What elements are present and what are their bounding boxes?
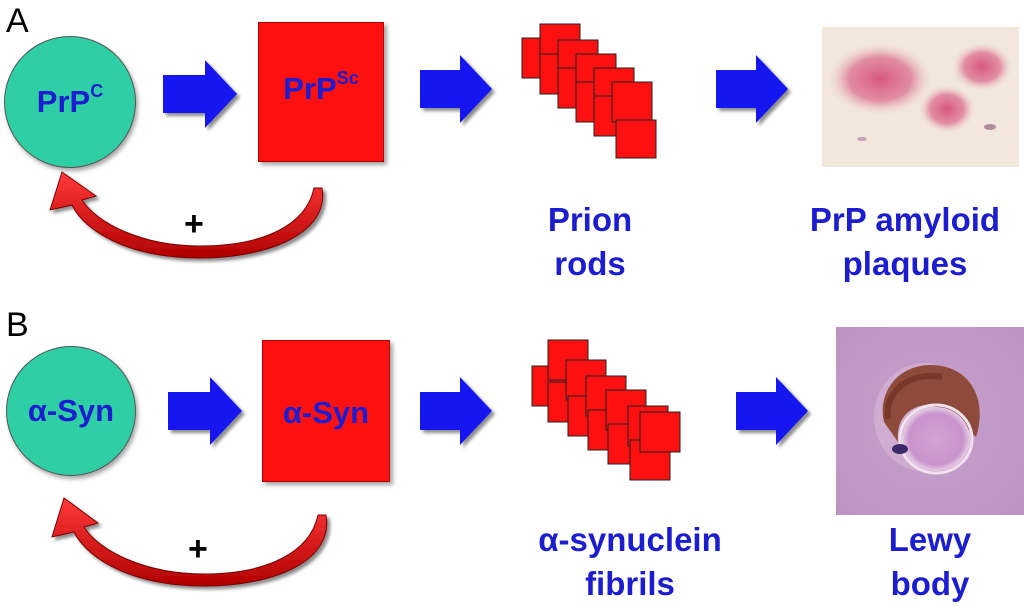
panel-letter-a: A	[6, 2, 29, 40]
prpc-label: PrPC	[36, 80, 104, 119]
asyn-fibrils-stack	[531, 339, 681, 481]
asyn-aggregate-label: α-Syn	[282, 395, 370, 430]
asyn-aggregate-square: α-Syn	[262, 340, 390, 482]
prpsc-label: PrPSc	[283, 67, 359, 106]
arrow-right-icon	[163, 60, 237, 128]
prion-rods-stack	[521, 23, 657, 159]
arrow-right-icon	[716, 55, 788, 123]
arrow-right-icon	[168, 377, 242, 445]
arrow-right-icon	[420, 377, 492, 445]
feedback-plus-a: +	[184, 205, 204, 243]
amyloid-plaque-micrograph	[822, 27, 1019, 167]
prpc-monomer-circle: PrPC	[4, 36, 136, 168]
curved-feedback-arrow-icon	[49, 171, 324, 259]
asyn-monomer-circle: α-Syn	[6, 346, 136, 476]
arrow-right-icon	[420, 55, 492, 123]
asyn-monomer-label: α-Syn	[27, 393, 115, 428]
curved-feedback-arrow-icon	[51, 497, 328, 587]
feedback-plus-b: +	[188, 530, 208, 568]
panel-letter-b: B	[6, 306, 29, 344]
lewy-body-micrograph	[836, 327, 1024, 515]
prpsc-aggregate-square: PrPSc	[258, 22, 384, 162]
arrow-right-icon	[736, 377, 808, 445]
